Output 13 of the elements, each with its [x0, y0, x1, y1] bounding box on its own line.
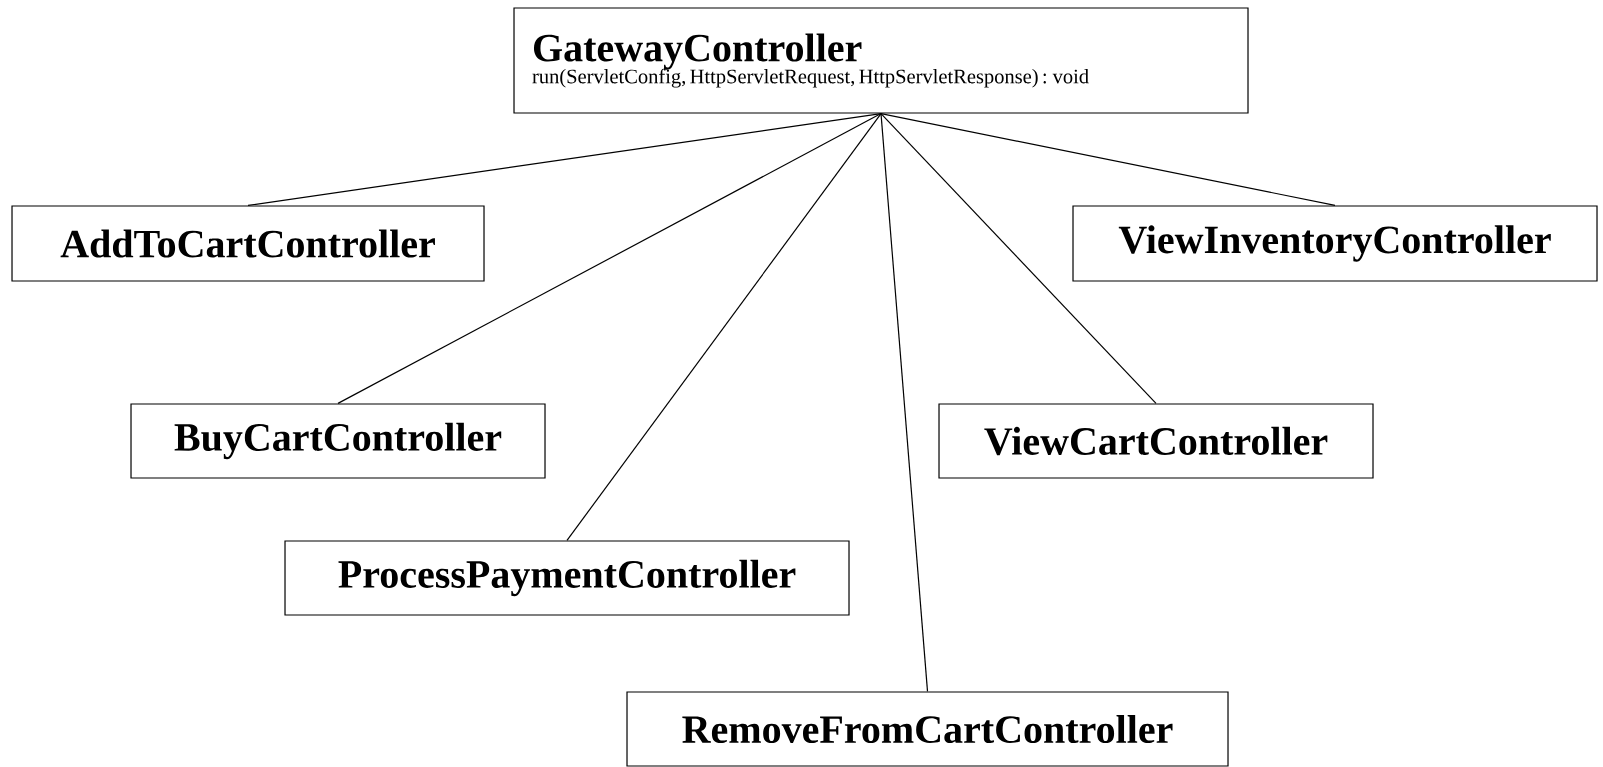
class-box: GatewayController run(ServletConfig, HttpServletRequest, HttpServletResponse) : void — [513, 7, 1249, 114]
class-box: ProcessPaymentController — [284, 540, 850, 616]
connector-line — [566, 113, 882, 541]
class-box: RemoveFromCartController — [626, 691, 1229, 767]
connector-line — [880, 113, 1336, 206]
class-box: ViewCartController — [938, 403, 1374, 479]
class-box: BuyCartController — [130, 403, 546, 479]
connector-line — [880, 113, 1157, 404]
connector-line — [880, 113, 929, 692]
connector-line — [247, 113, 882, 206]
connector-line — [337, 113, 882, 404]
class-box: AddToCartController — [11, 205, 485, 282]
class-box: ViewInventoryController — [1072, 205, 1598, 282]
